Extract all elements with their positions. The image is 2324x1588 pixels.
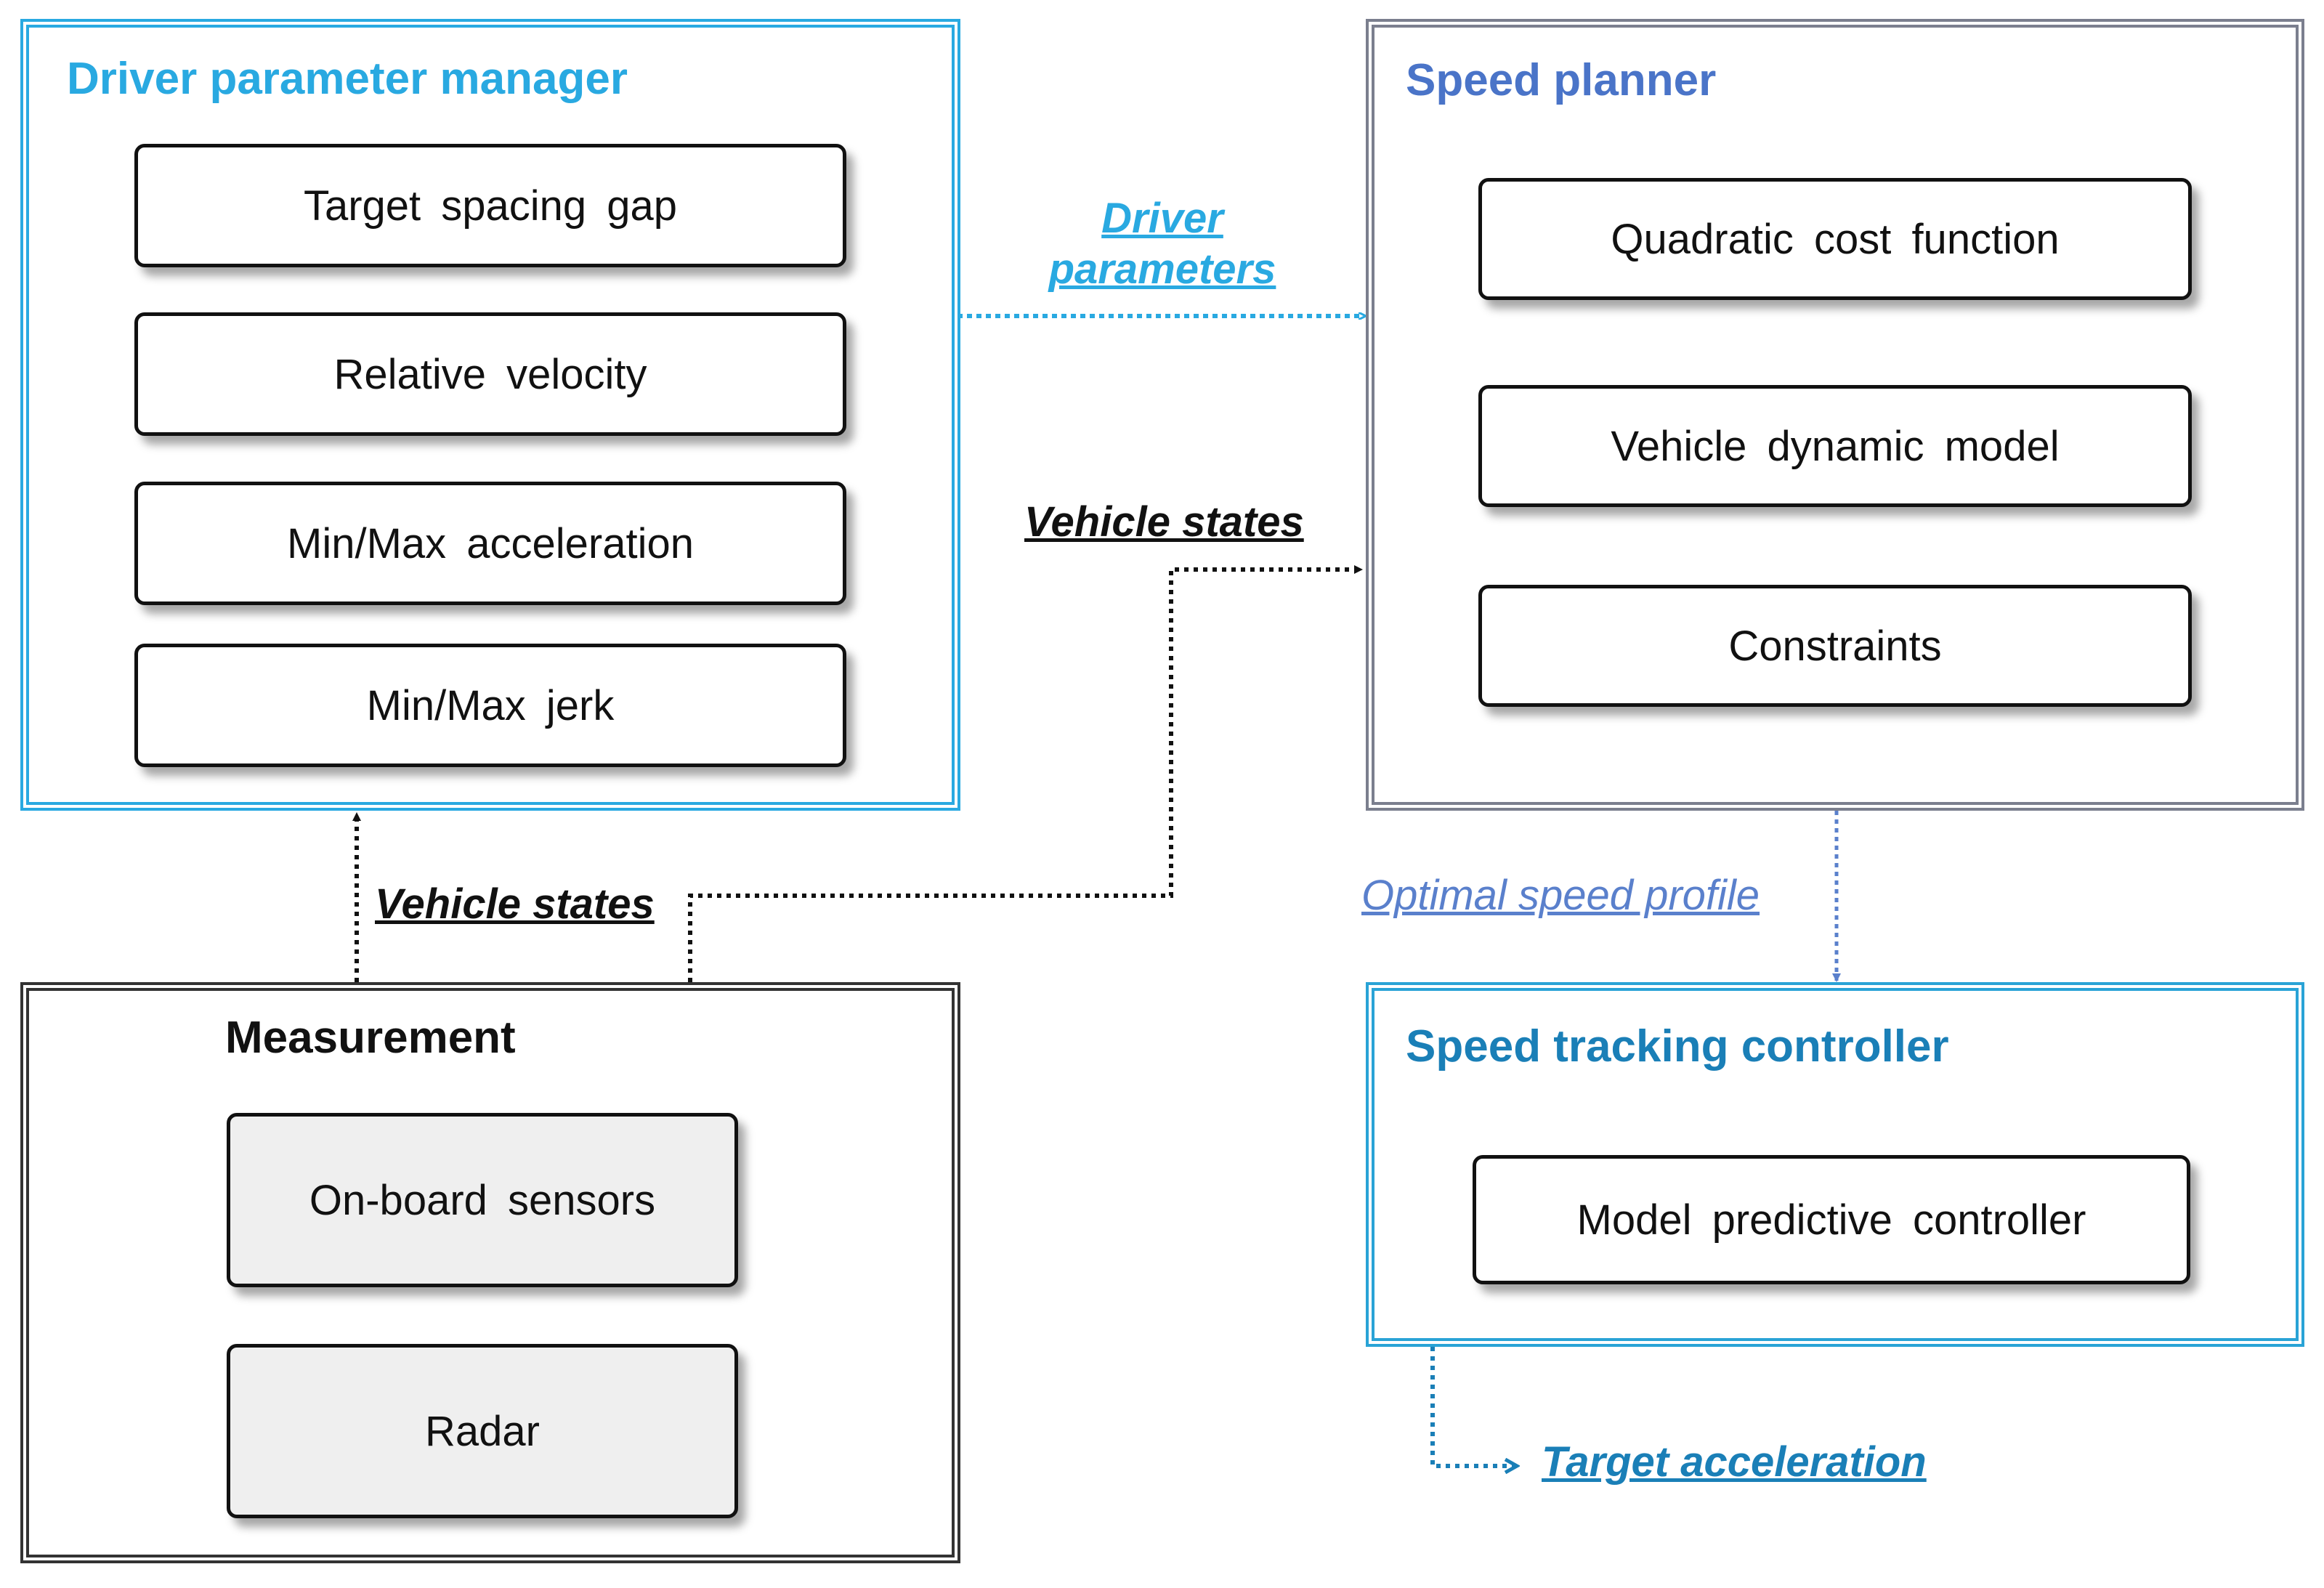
target-acceleration-label: Target acceleration — [1542, 1438, 1927, 1486]
speed-tracking-controller-title: Speed tracking controller — [1406, 1021, 1949, 1072]
optimal-speed-profile-label: Optimal speed profile — [1361, 872, 1760, 919]
target-spacing-gap-box: Target spacing gap — [134, 144, 846, 267]
constraints-box: Constraints — [1478, 585, 2192, 707]
min-max-jerk-box: Min/Max jerk — [134, 644, 846, 767]
quadratic-cost-function-box: Quadratic cost function — [1478, 178, 2192, 300]
radar-box: Radar — [227, 1344, 738, 1518]
driver-parameters-label: Driver parameters — [1039, 193, 1286, 294]
min-max-acceleration-box: Min/Max acceleration — [134, 482, 846, 605]
speed-planner-title: Speed planner — [1406, 55, 1717, 105]
driver-parameters-label-line1: Driver — [1101, 195, 1223, 242]
measurement-panel — [20, 982, 960, 1563]
measurement-title: Measurement — [225, 1013, 516, 1063]
driver-parameters-label-line2: parameters — [1048, 245, 1276, 293]
driver-parameter-manager-panel — [20, 19, 960, 811]
speed-planner-panel — [1366, 19, 2304, 811]
relative-velocity-box: Relative velocity — [134, 312, 846, 436]
model-predictive-controller-box: Model predictive controller — [1473, 1155, 2190, 1284]
vehicle-states-upper-label: Vehicle states — [1024, 498, 1304, 546]
speed-tracking-controller-panel — [1366, 982, 2304, 1347]
driver-parameter-manager-title: Driver parameter manager — [67, 54, 628, 104]
on-board-sensors-box: On-board sensors — [227, 1113, 738, 1287]
vehicle-dynamic-model-box: Vehicle dynamic model — [1478, 385, 2192, 507]
target-acceleration-arrow — [1430, 1347, 1517, 1466]
vehicle-states-lower-label: Vehicle states — [375, 880, 655, 928]
